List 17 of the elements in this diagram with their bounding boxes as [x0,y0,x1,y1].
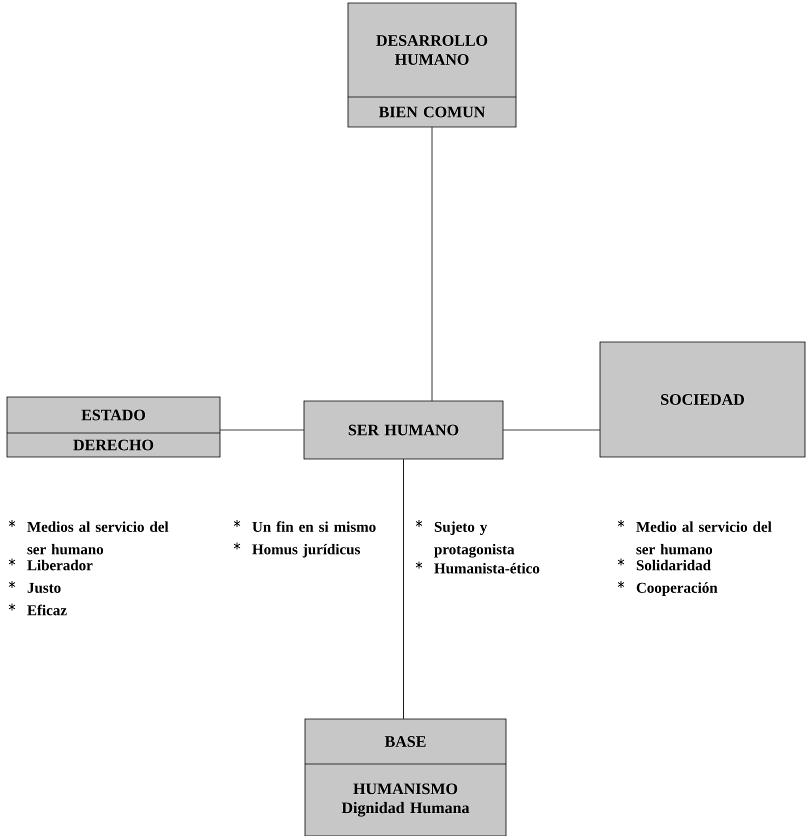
concept-box: ESTADO DERECHO [6,396,220,458]
concept-box: SOCIEDAD [600,342,806,458]
bullet-item: Justo [28,582,61,593]
bullet-item: Medio al servicio del ser humano [636,521,772,554]
bullet-item: Cooperación [636,582,718,596]
bullet-item: Un fin en si mismo [252,521,376,532]
concept-box: BASE HUMANISMO Dignidad Humana [304,718,506,836]
bullet-item: Medios al servicio del ser humano [27,521,168,554]
bullet-item: Liberador [27,560,92,570]
connector-line [403,459,404,719]
concept-box: SER HUMANO [304,400,504,460]
bullet-item: Homus jurídicus [252,544,360,558]
bullet-item: Solidaridad [636,560,711,570]
concept-box: DESARROLLO HUMANO BIEN COMUN [348,2,516,128]
bullet-item: Eficaz [27,604,67,616]
bullet-item: Humanista-ético [434,562,540,574]
bullet-item: Sujeto y protagonista [434,521,514,558]
